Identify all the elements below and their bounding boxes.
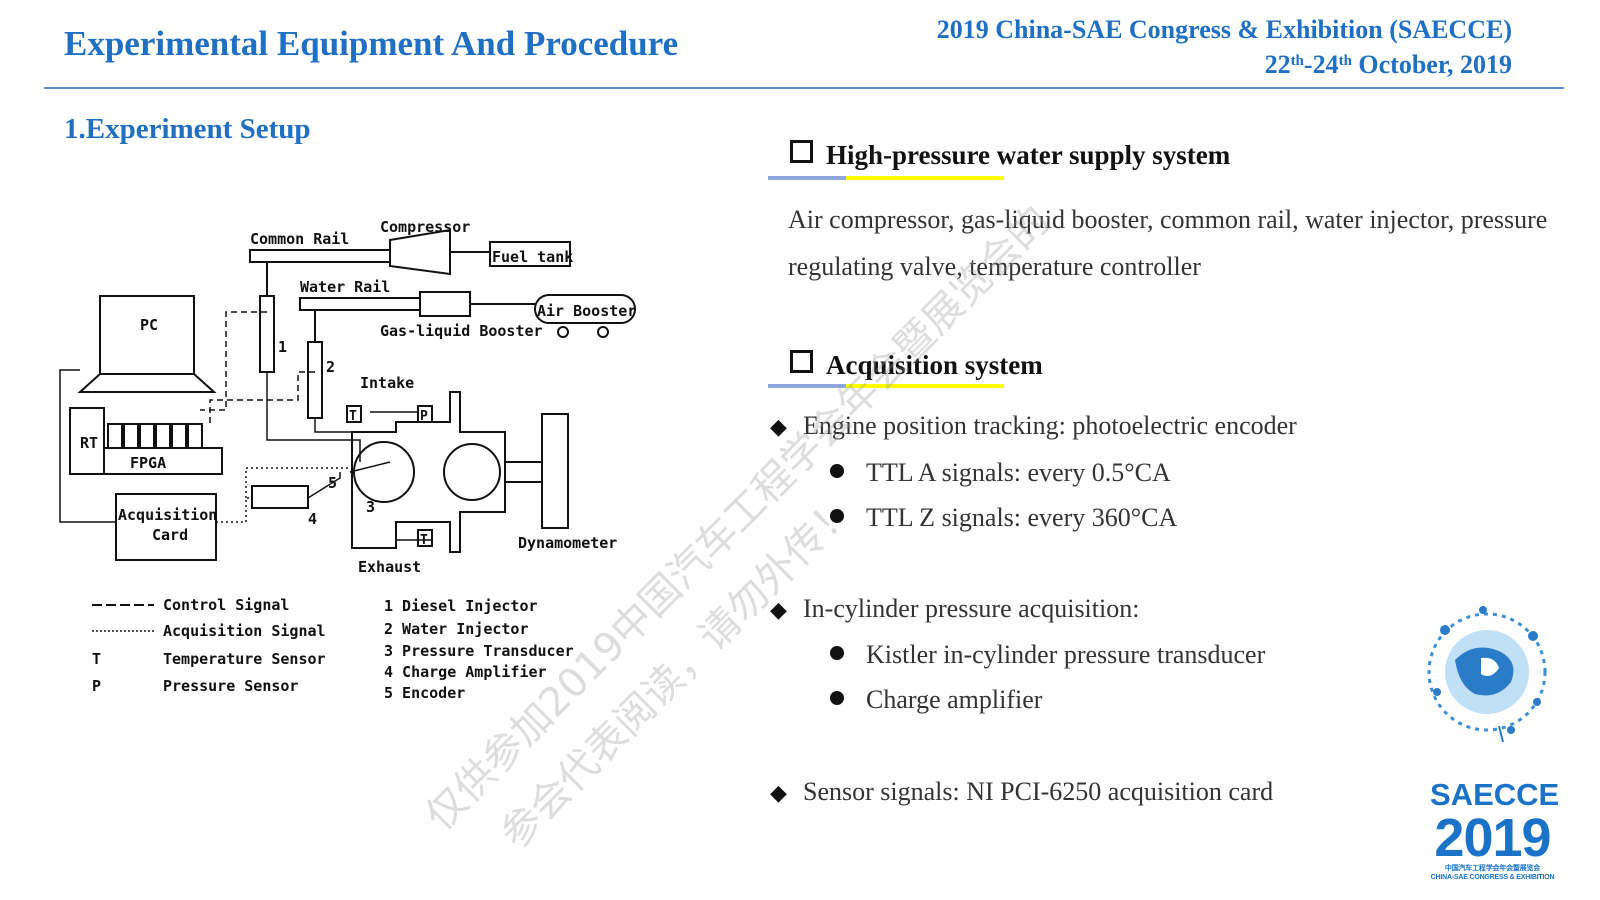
rt-box: [69, 407, 105, 475]
label-n5: 5: [328, 474, 337, 492]
cylinder-1: [353, 441, 415, 503]
pc-monitor: [99, 295, 195, 375]
dot-icon: [830, 646, 844, 660]
diamond-icon: ◆: [770, 597, 787, 622]
logo-line3: 中国汽车工程学会年会暨展览会: [1444, 865, 1541, 872]
fuel-tank: [489, 241, 571, 267]
label-n4: 4: [308, 510, 317, 528]
checkbox-icon: [790, 140, 813, 163]
heading-water-supply: High-pressure water supply system: [790, 140, 1230, 171]
label-gas-liquid-booster: Gas-liquid Booster: [380, 322, 543, 340]
bullet-item: ◆Engine position tracking: photoelectric…: [770, 411, 1297, 440]
label-t-exhaust: T: [420, 533, 428, 548]
page-title: Experimental Equipment And Procedure: [64, 24, 679, 63]
label-dynamometer: Dynamometer: [518, 534, 617, 552]
water-supply-text: Air compressor, gas-liquid booster, comm…: [788, 205, 1548, 281]
water-injector: [307, 341, 323, 419]
dynamometer: [541, 413, 569, 529]
charge-amplifier: [251, 485, 309, 509]
label-exhaust: Exhaust: [358, 558, 421, 576]
gas-liquid-booster: [419, 291, 471, 317]
cylinder-2: [443, 443, 501, 501]
sub-bullet-item: TTL Z signals: every 360°CA: [830, 503, 1177, 533]
section-subtitle: 1.Experiment Setup: [64, 113, 311, 145]
label-pc: PC: [140, 316, 158, 334]
checkbox-icon: [790, 350, 813, 373]
legend-item: 4 Charge Amplifier: [384, 663, 547, 681]
logo-line1: SAECCE: [1430, 777, 1560, 812]
label-fpga: FPGA: [130, 454, 166, 472]
label-common-rail: Common Rail: [250, 230, 349, 248]
sub-bullet-item: Charge amplifier: [830, 685, 1042, 715]
sub-bullet-item: Kistler in-cylinder pressure transducer: [830, 640, 1265, 670]
dot-icon: [830, 691, 844, 705]
label-rt: RT: [80, 434, 98, 452]
experiment-setup-diagram: Common Rail Compressor Fuel tank Water R…: [59, 218, 636, 702]
legend-control-signal: Control Signal: [163, 596, 289, 614]
heading-underline-blue: [768, 384, 846, 388]
legend-t-key: T: [92, 650, 101, 668]
conference-name: 2019 China-SAE Congress & Exhibition (SA…: [936, 15, 1512, 44]
engine-block: [351, 391, 506, 553]
heading-underline-yellow: [846, 176, 1004, 180]
label-t-intake: T: [349, 409, 357, 424]
heading-underline-blue: [768, 176, 846, 180]
diamond-icon: ◆: [770, 780, 787, 805]
label-n2: 2: [326, 358, 335, 376]
conference-info: 2019 China-SAE Congress & Exhibition (SA…: [937, 12, 1512, 82]
legend-temperature-sensor: Temperature Sensor: [163, 650, 326, 668]
legend-item: 1 Diesel Injector: [384, 597, 538, 615]
fpga-box: [103, 447, 223, 475]
legend-p-key: P: [92, 677, 101, 695]
label-fuel-tank: Fuel tank: [492, 248, 573, 266]
legend-item: 3 Pressure Transducer: [384, 642, 574, 660]
label-acquisition-card-1: Acquisition: [118, 506, 217, 524]
bullet-item: ◆Sensor signals: NI PCI-6250 acquisition…: [770, 777, 1274, 806]
saecce-logo-text: SAECCE 2019 中国汽车工程学会年会暨展览会 CHINA-SAE CON…: [1430, 777, 1560, 882]
label-compressor: Compressor: [380, 218, 470, 236]
heading-acquisition: Acquisition system: [790, 350, 1043, 381]
logo-line4: CHINA-SAE CONGRESS & EXHIBITION: [1430, 874, 1555, 881]
heading-underline-yellow: [846, 384, 1004, 388]
legend-pressure-sensor: Pressure Sensor: [163, 677, 298, 695]
label-p-intake: P: [420, 409, 428, 424]
legend-item: 2 Water Injector: [384, 620, 529, 638]
acquisition-card: [115, 493, 217, 561]
diesel-injector: [259, 295, 275, 373]
diamond-icon: ◆: [770, 414, 787, 439]
label-water-rail: Water Rail: [300, 278, 390, 296]
air-booster: [534, 294, 636, 324]
dot-icon: [830, 464, 844, 478]
dot-icon: [830, 509, 844, 523]
compressor: [389, 228, 451, 276]
label-intake: Intake: [360, 374, 414, 392]
label-acquisition-card-2: Card: [152, 526, 188, 544]
conference-date: 22th-24th October, 2019: [1264, 50, 1512, 79]
bullet-item: ◆In-cylinder pressure acquisition:: [770, 594, 1140, 623]
header-divider: [44, 87, 1564, 89]
legend-acquisition-signal: Acquisition Signal: [163, 622, 326, 640]
label-n3: 3: [366, 498, 375, 516]
sub-bullet-item: TTL A signals: every 0.5°CA: [830, 458, 1171, 488]
saecce-globe-logo: [1427, 606, 1547, 743]
label-air-booster: Air Booster: [537, 302, 636, 320]
legend-item: 5 Encoder: [384, 684, 465, 702]
logo-line2: 2019: [1434, 808, 1551, 868]
label-n1: 1: [278, 338, 287, 356]
